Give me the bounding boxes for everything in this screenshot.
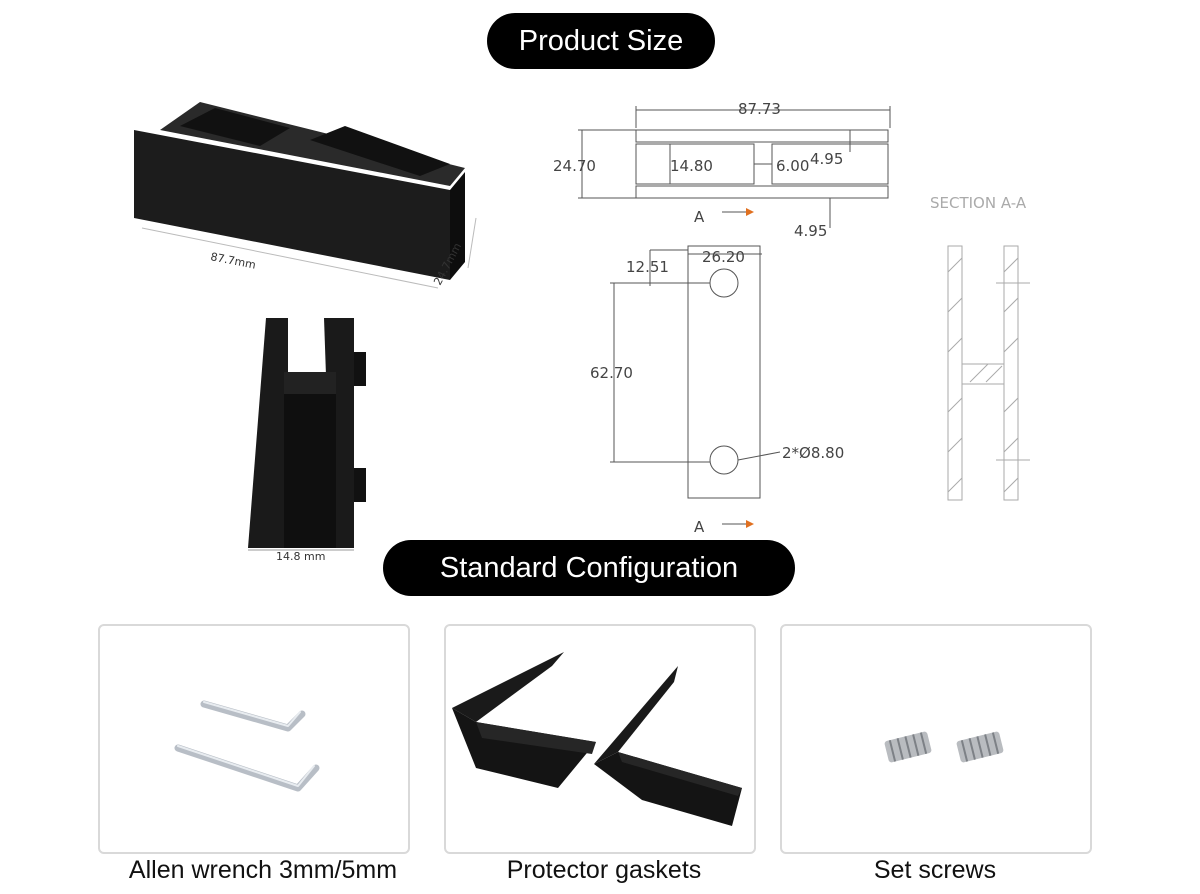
set-screws-caption: Set screws [873,856,997,884]
dim-hole-offset-x: 26.20 [702,248,745,266]
product-size-heading-text: Product Size [518,24,684,57]
dim-inner-gap: 14.80 [670,157,713,175]
standard-configuration-heading: Standard Configuration [383,540,795,596]
allen-wrench-panel [98,624,410,854]
dim-thickness-bottom: 4.95 [794,222,827,240]
allen-wrench-caption: Allen wrench 3mm/5mm [128,856,398,884]
dim-thickness-top: 4.95 [810,150,843,168]
dim-holes: 2*Ø8.80 [782,444,844,462]
section-title: SECTION A-A [930,194,1027,212]
protector-gaskets-panel [444,624,756,854]
technical-drawing: 87.73 24.70 14.80 6.00 4.95 4.95 26.20 1… [553,100,1030,536]
clamp-photo-end: 14.8 mm [248,318,366,563]
photo-length-label: 87.7mm [209,250,257,272]
set-screw-icon [884,731,1004,763]
dim-overall-length: 87.73 [738,100,781,118]
product-size-heading: Product Size [487,13,715,69]
section-marker-bottom: A [694,518,705,536]
gasket-icon [452,652,742,826]
allen-wrench-icon [174,700,320,792]
dim-hole-spacing: 62.70 [590,364,633,382]
set-screws-panel [780,624,1092,854]
protector-gaskets-caption: Protector gaskets [506,856,702,884]
standard-configuration-heading-text: Standard Configuration [439,551,739,584]
dim-height: 24.70 [553,157,596,175]
dim-gap-6: 6.00 [776,157,809,175]
clamp-photo-perspective: 87.7mm 24.7mm [134,102,477,289]
section-marker-top: A [694,208,705,226]
photo-width-label: 14.8 mm [276,550,325,563]
dim-hole-offset-y: 12.51 [626,258,669,276]
